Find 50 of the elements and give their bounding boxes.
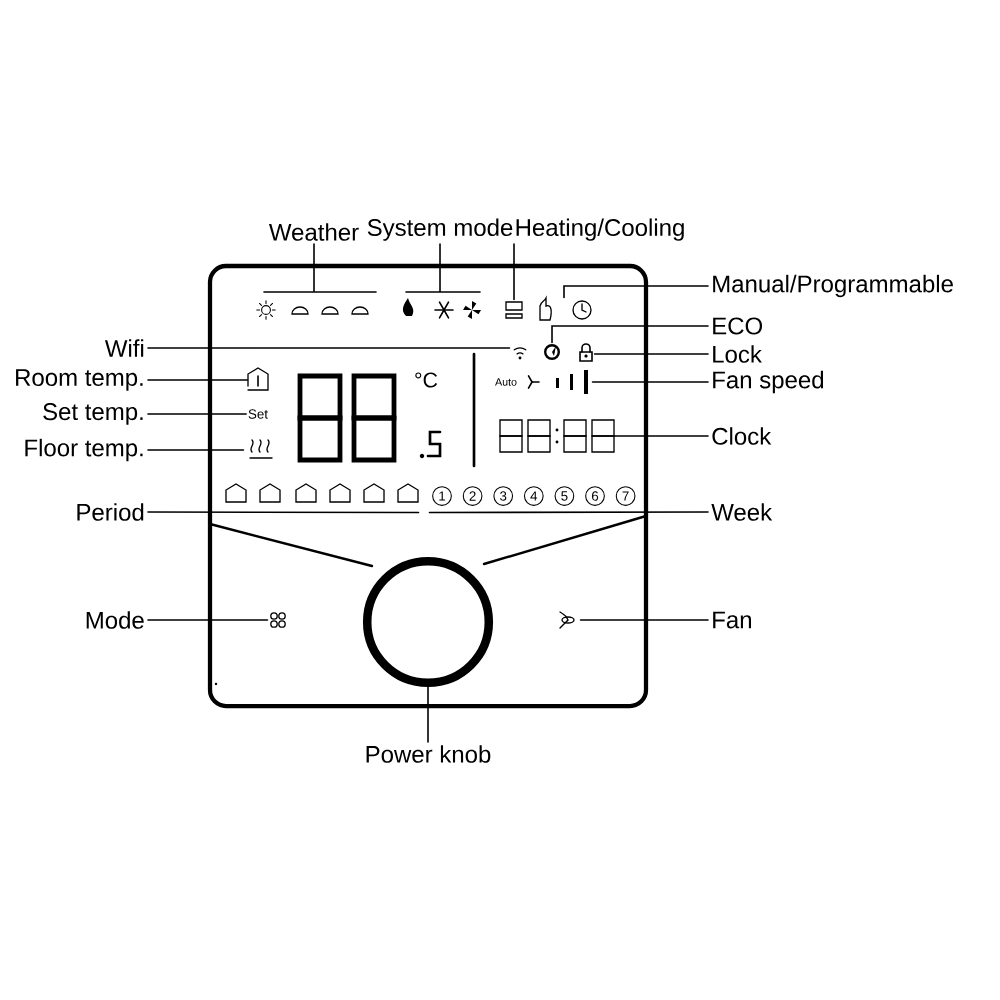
callout-label: Weather <box>269 223 359 241</box>
callout-label: Clock <box>712 427 772 445</box>
leader-line <box>613 435 709 437</box>
clock-digits <box>499 419 615 453</box>
power-knob <box>362 556 494 688</box>
callout-label: System mode <box>367 218 513 241</box>
display-icon <box>505 301 523 319</box>
callout-label: Period <box>77 503 144 521</box>
display-icon <box>247 367 269 391</box>
callout-label: Power knob <box>366 745 491 763</box>
leader-line <box>147 347 511 349</box>
leader-line <box>579 619 709 621</box>
leader-line <box>551 325 709 344</box>
leader-line <box>147 619 269 621</box>
leader-line <box>147 449 245 451</box>
display-icon <box>270 612 286 628</box>
callout-label: Room temp. <box>16 369 143 391</box>
display-icon <box>402 298 481 319</box>
leader-line <box>147 379 249 381</box>
leader-line <box>439 243 441 293</box>
callout-label: Manual/Programmable <box>713 274 953 298</box>
leader-line <box>147 511 420 514</box>
callout-label: Mode <box>86 611 144 629</box>
display-icon <box>256 300 369 320</box>
callout-label: Heating/Cooling <box>516 218 684 241</box>
callout-label: Week <box>711 503 773 521</box>
unit-label: °C <box>415 372 438 388</box>
leader-line <box>513 243 515 301</box>
callout-label: Lock <box>713 345 762 363</box>
callout-label: Wifi <box>104 339 144 357</box>
display-icon <box>527 370 588 394</box>
callout-label: Set temp. <box>43 403 143 425</box>
leader-line <box>427 686 429 743</box>
leader-line <box>147 413 247 415</box>
leader-line <box>593 353 709 355</box>
callout-label: Fan speed <box>713 370 824 394</box>
display-icon <box>513 347 527 360</box>
leader-line <box>313 243 315 293</box>
leader-line <box>591 381 709 383</box>
display-icon <box>249 439 273 459</box>
callout-label: ECO <box>713 317 763 335</box>
leader-line <box>428 511 709 514</box>
display-icon <box>544 344 560 360</box>
display-icon <box>579 343 593 362</box>
display-icon <box>225 483 419 503</box>
callout-label: Floor temp. <box>25 438 143 462</box>
leader-line <box>563 285 709 299</box>
callout-label: Fan <box>713 611 751 629</box>
display-icon <box>539 297 592 321</box>
display-icon <box>559 611 575 629</box>
